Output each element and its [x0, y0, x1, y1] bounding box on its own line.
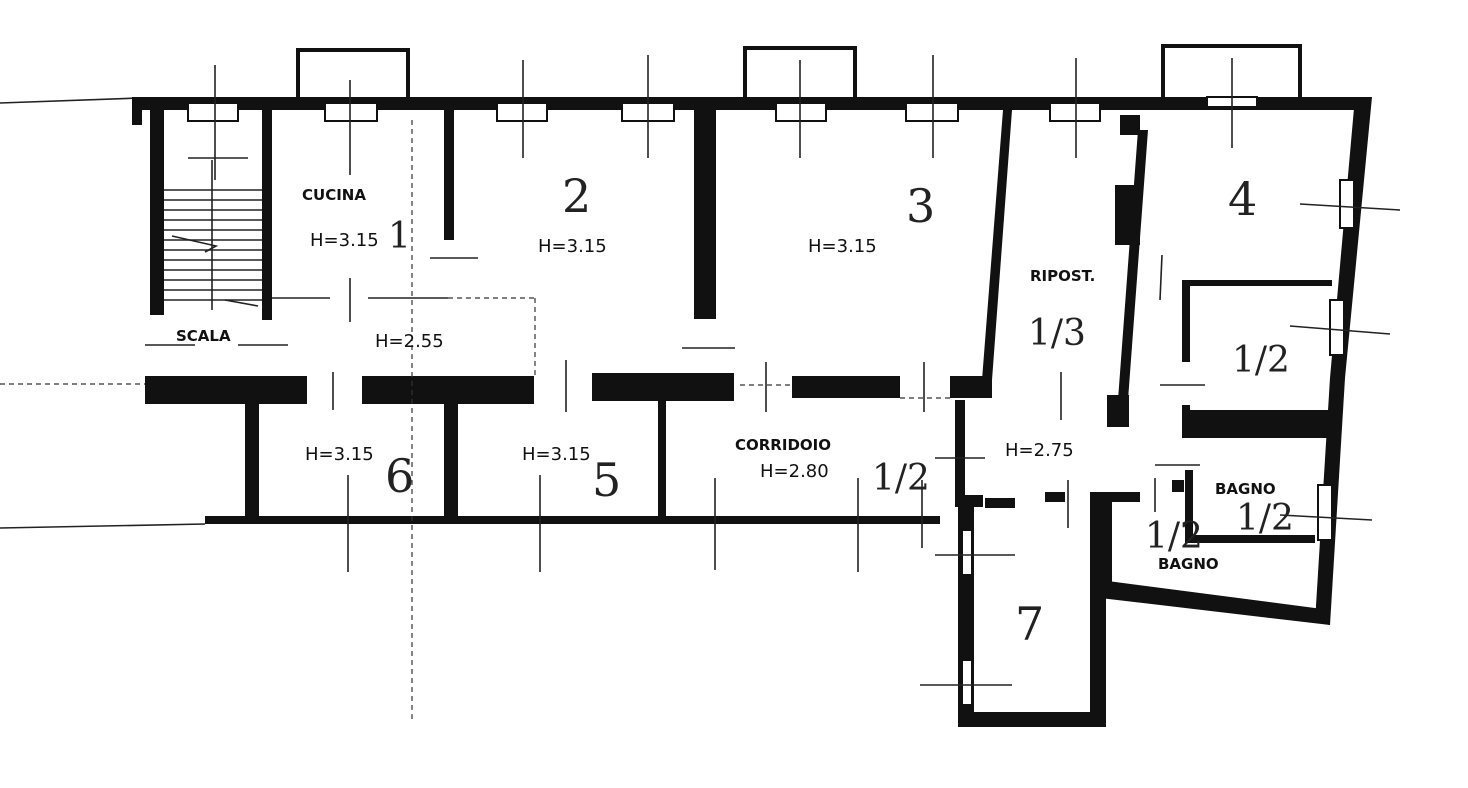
room-2-number: 2 — [562, 169, 591, 223]
stairwell: SCALA — [176, 327, 231, 345]
lower-boundary-line — [0, 523, 206, 529]
corridoio-label: CORRIDOIO — [735, 436, 831, 454]
bagno-small-fraction: 1/2 — [1145, 516, 1203, 557]
room-6-number: 6 — [385, 449, 414, 503]
room-corridoio: CORRIDOIO H=2.80 1/2 — [735, 436, 930, 499]
scala-label: SCALA — [176, 327, 231, 345]
room-5: H=3.15 5 — [522, 444, 621, 507]
room-2: 2 H=3.15 — [538, 169, 607, 257]
room-2-height: H=3.15 — [538, 236, 607, 257]
corridoio-height: H=2.80 — [760, 461, 829, 482]
room-6: H=3.15 6 — [305, 444, 414, 503]
walls — [132, 97, 1372, 727]
landing: H=2.75 — [1005, 440, 1074, 461]
room-cucina: CUCINA H=3.15 1 — [302, 186, 411, 257]
bagno-main-fraction: 1/2 — [1236, 498, 1294, 539]
left-boundary-line — [0, 97, 141, 104]
cucina-number: 1 — [388, 216, 411, 257]
hall: H=2.55 — [375, 331, 444, 352]
room-4: 4 1/2 — [1228, 172, 1290, 381]
room-5-number: 5 — [592, 453, 621, 507]
room-6-height: H=3.15 — [305, 444, 374, 465]
ripostiglio-fraction: 1/3 — [1028, 313, 1086, 354]
cucina-label: CUCINA — [302, 186, 366, 204]
room-4-number: 4 — [1228, 172, 1257, 226]
room-7: 7 — [1015, 597, 1044, 651]
hall-height: H=2.55 — [375, 331, 444, 352]
room-bagno-small: 1/2 BAGNO — [1145, 516, 1219, 573]
cucina-height: H=3.15 — [310, 230, 379, 251]
landing-height: H=2.75 — [1005, 440, 1074, 461]
room-3-number: 3 — [906, 179, 935, 233]
axis-marks — [214, 55, 1401, 686]
room-ripostiglio: RIPOST. 1/3 — [1028, 267, 1095, 354]
room-7-number: 7 — [1015, 597, 1044, 651]
room-4-fraction: 1/2 — [1232, 340, 1290, 381]
room-5-height: H=3.15 — [522, 444, 591, 465]
ripostiglio-label: RIPOST. — [1030, 267, 1095, 285]
balconies — [296, 44, 1302, 97]
room-3: 3 H=3.15 — [808, 179, 935, 257]
bagno-main-label: BAGNO — [1215, 480, 1276, 498]
bagno-small-label: BAGNO — [1158, 555, 1219, 573]
room-bagno-main: BAGNO 1/2 — [1215, 480, 1294, 539]
corridoio-fraction: 1/2 — [872, 458, 930, 499]
interior-lines — [145, 120, 1205, 720]
room-3-height: H=3.15 — [808, 236, 877, 257]
stair-treads — [164, 157, 262, 310]
